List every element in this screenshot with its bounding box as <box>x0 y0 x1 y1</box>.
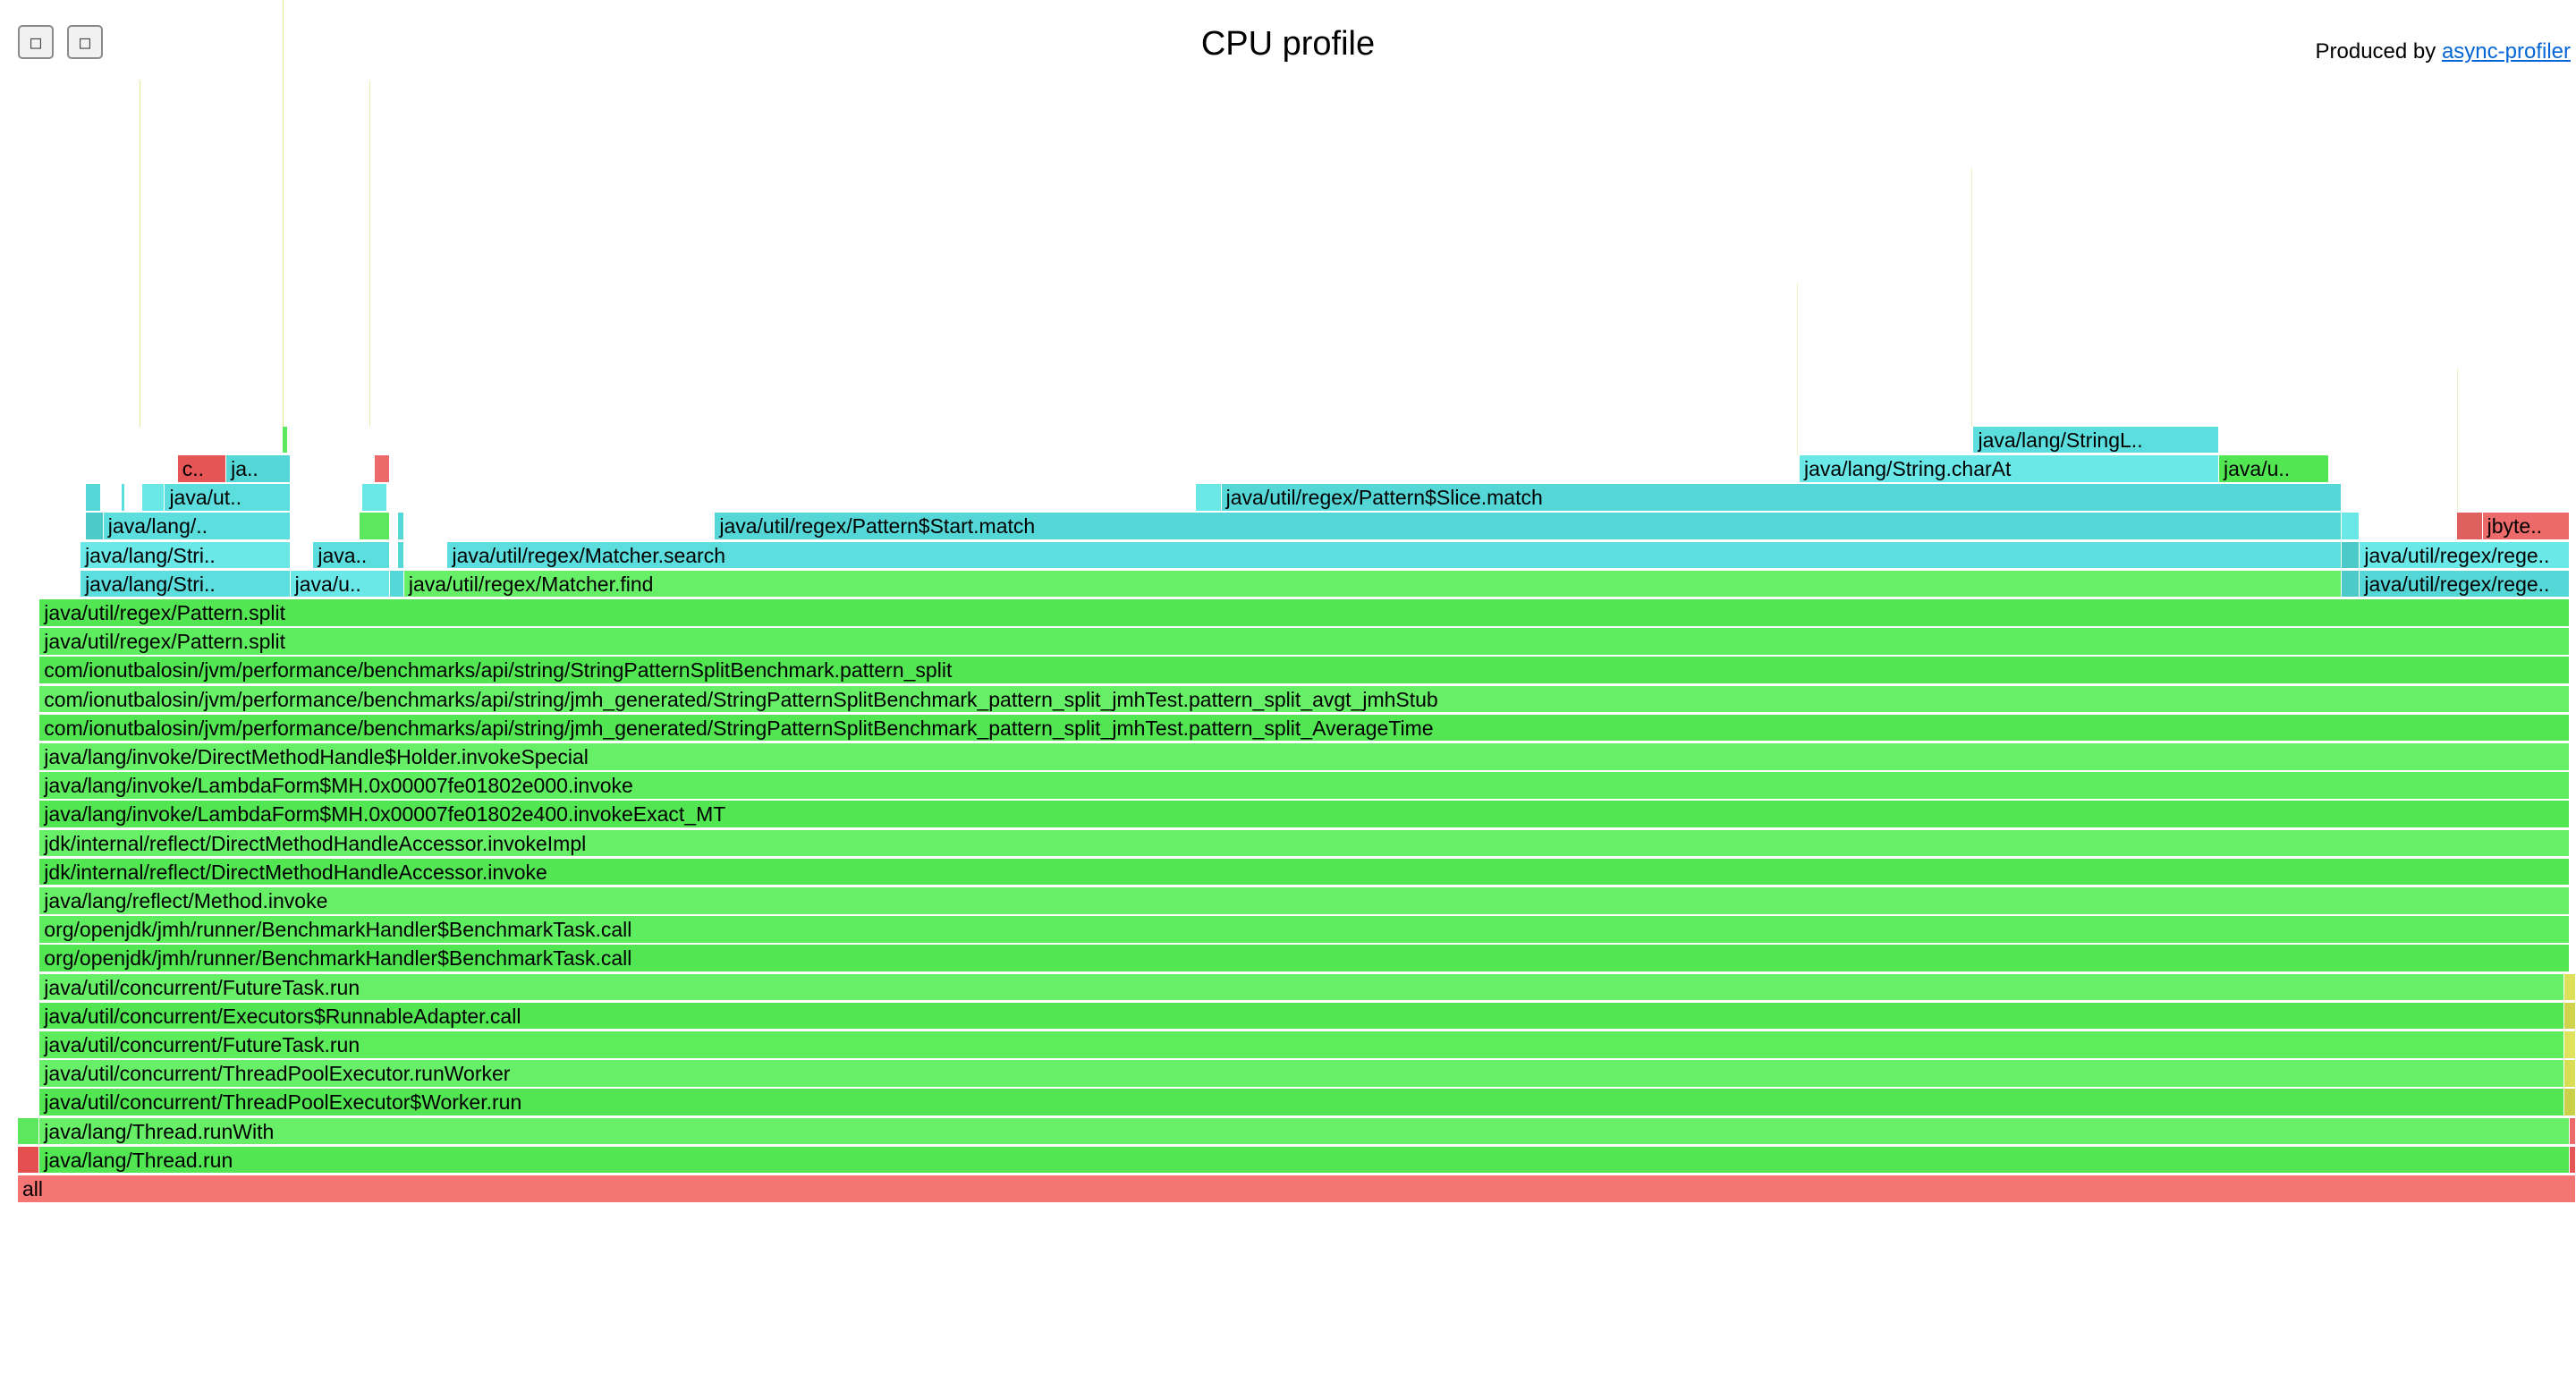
flame-frame[interactable]: java/util/regex/Matcher.find <box>403 570 2342 598</box>
flame-frame[interactable]: java/util/concurrent/FutureTask.run <box>39 973 2564 1001</box>
flame-frame[interactable]: java/lang/Thread.runWith <box>39 1117 2569 1145</box>
flame-frame[interactable] <box>390 570 403 598</box>
flame-frame[interactable]: java/util/concurrent/FutureTask.run <box>39 1031 2564 1058</box>
flame-frame[interactable]: org/openjdk/jmh/runner/BenchmarkHandler$… <box>39 916 2569 943</box>
flame-frame[interactable] <box>2564 1002 2575 1030</box>
flame-frame[interactable] <box>2569 1146 2575 1174</box>
flame-frame[interactable]: java/lang/Stri.. <box>80 570 290 598</box>
flame-frame[interactable] <box>2564 1089 2575 1115</box>
flame-frame[interactable] <box>369 81 371 427</box>
flame-frame[interactable]: java/ut.. <box>165 484 290 511</box>
credit-line: Produced by async-profiler <box>2316 39 2571 64</box>
flame-frame[interactable] <box>283 0 284 427</box>
flame-frame[interactable]: java/util/regex/Matcher.search <box>447 541 2342 569</box>
flame-frame[interactable] <box>359 513 390 539</box>
flame-frame[interactable] <box>397 541 403 569</box>
flame-frame[interactable]: java/lang/invoke/LambdaForm$MH.0x00007fe… <box>39 772 2569 799</box>
flame-frame[interactable] <box>2342 570 2360 598</box>
flame-frame[interactable] <box>397 513 403 539</box>
flame-frame[interactable]: java/lang/Stri.. <box>80 541 290 569</box>
flame-frame[interactable]: java/util/regex/Pattern.split <box>39 599 2569 626</box>
flame-frame[interactable]: java/util/regex/rege.. <box>2360 570 2569 598</box>
page-title: CPU profile <box>1200 25 1376 63</box>
flame-frame[interactable]: jbyte.. <box>2482 513 2569 539</box>
flame-frame[interactable]: java/lang/String.charAt <box>1799 455 2219 482</box>
flame-frame[interactable]: jdk/internal/reflect/DirectMethodHandleA… <box>39 829 2569 857</box>
flame-frame[interactable]: java/util/regex/rege.. <box>2360 541 2569 569</box>
flame-frame[interactable] <box>2569 1117 2575 1145</box>
flame-frame[interactable]: com/ionutbalosin/jvm/performance/benchma… <box>39 657 2569 683</box>
flame-frame[interactable] <box>141 484 165 511</box>
flame-frame[interactable]: java.. <box>313 541 390 569</box>
produced-by-text: Produced by <box>2315 39 2436 64</box>
flame-frame[interactable]: java/lang/.. <box>103 513 290 539</box>
flame-frame[interactable]: all <box>18 1175 2575 1202</box>
flame-frame[interactable] <box>2564 1031 2575 1058</box>
flame-frame[interactable] <box>283 426 287 454</box>
flame-frame[interactable] <box>2564 1060 2575 1087</box>
flame-frame[interactable]: c.. <box>177 455 226 482</box>
flame-frame[interactable]: java/lang/invoke/LambdaForm$MH.0x00007fe… <box>39 801 2569 827</box>
search-icon: □ <box>79 31 91 53</box>
flame-frame[interactable]: com/ionutbalosin/jvm/performance/benchma… <box>39 714 2569 742</box>
async-profiler-link[interactable]: async-profiler <box>2441 39 2571 64</box>
flame-frame[interactable]: java/util/regex/Pattern.split <box>39 628 2569 655</box>
flame-frame[interactable]: jdk/internal/reflect/DirectMethodHandleA… <box>39 858 2569 886</box>
flame-frame[interactable] <box>2342 513 2360 539</box>
flame-frame[interactable] <box>2457 369 2458 513</box>
flame-frame[interactable]: java/util/regex/Pattern$Slice.match <box>1221 484 2342 511</box>
flame-frame[interactable]: com/ionutbalosin/jvm/performance/benchma… <box>39 685 2569 713</box>
flame-frame[interactable]: java/util/regex/Pattern$Start.match <box>715 513 2342 539</box>
flame-frame[interactable]: ja.. <box>226 455 290 482</box>
flame-frame[interactable]: java/lang/Thread.run <box>39 1146 2569 1174</box>
flame-frame[interactable] <box>85 484 100 511</box>
flame-frame[interactable] <box>374 455 390 482</box>
flame-frame[interactable] <box>1970 167 1972 427</box>
flame-frame[interactable] <box>2342 541 2360 569</box>
reverse-icon: □ <box>30 31 42 53</box>
flame-frame[interactable] <box>1196 484 1221 511</box>
reverse-view-button[interactable]: □ <box>18 25 54 59</box>
flame-frame[interactable]: java/util/concurrent/ThreadPoolExecutor$… <box>39 1089 2564 1115</box>
flame-frame[interactable] <box>85 513 103 539</box>
flame-frame[interactable] <box>1797 282 1799 455</box>
flame-frame[interactable]: java/u.. <box>2219 455 2328 482</box>
flame-frame[interactable]: java/util/concurrent/Executors$RunnableA… <box>39 1002 2564 1030</box>
flame-frame[interactable] <box>361 484 387 511</box>
flame-frame[interactable] <box>18 1146 39 1174</box>
flame-frame[interactable]: java/util/concurrent/ThreadPoolExecutor.… <box>39 1060 2564 1087</box>
flame-frame[interactable]: java/lang/StringL.. <box>1973 426 2219 454</box>
flame-frame[interactable] <box>18 1117 39 1145</box>
flame-frame[interactable]: java/lang/reflect/Method.invoke <box>39 887 2569 914</box>
search-button[interactable]: □ <box>67 25 103 59</box>
flame-frame[interactable] <box>2457 513 2482 539</box>
flame-frame[interactable] <box>2564 973 2575 1001</box>
flame-frame[interactable]: java/lang/invoke/DirectMethodHandle$Hold… <box>39 743 2569 770</box>
flame-frame[interactable]: java/u.. <box>290 570 390 598</box>
flame-frame[interactable]: org/openjdk/jmh/runner/BenchmarkHandler$… <box>39 945 2569 971</box>
flame-frame[interactable] <box>121 484 125 511</box>
